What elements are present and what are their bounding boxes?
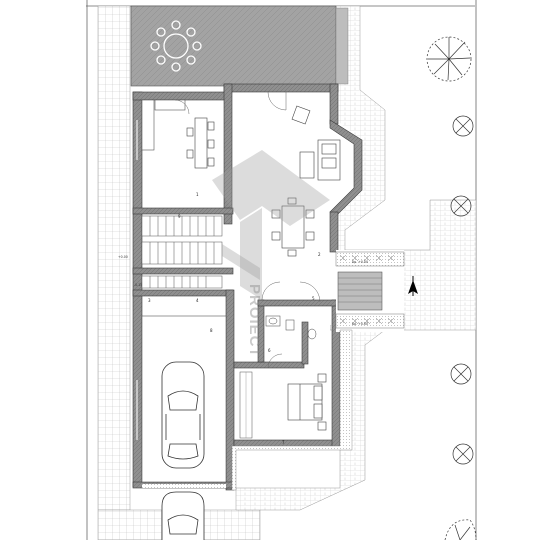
- tree-icon: [452, 115, 474, 137]
- room-number-5: 5: [312, 296, 315, 301]
- sofa-icon: [291, 105, 341, 181]
- level-label: +0.00: [118, 255, 128, 259]
- room-number-1: 1: [196, 192, 199, 197]
- annotations: 1 2 3 4 5 6 7 8 9 +0.00 -0.15 Ap. +0.00 …: [118, 192, 368, 445]
- room-number-8: 8: [210, 328, 213, 333]
- bathroom-fixtures: [265, 315, 317, 340]
- terrace-edge: [335, 7, 349, 85]
- dining-table-kitchen: [186, 117, 215, 169]
- tree-icon: [426, 36, 472, 82]
- north-arrow-icon: [408, 276, 418, 296]
- terrace: [130, 5, 337, 87]
- room-number-4: 4: [196, 298, 199, 303]
- dining-table: [271, 197, 315, 257]
- staircase: [141, 215, 223, 289]
- round-table-icon: [150, 20, 202, 72]
- planting-strip: [231, 329, 353, 491]
- garage-door-threshold: [142, 484, 226, 488]
- tree-icon: [450, 195, 472, 217]
- watermark-logo: [212, 150, 330, 300]
- room-number-2: 2: [318, 252, 321, 257]
- room-number-6: 6: [268, 348, 271, 353]
- level-label: -0.15: [134, 283, 142, 287]
- level-label: Ap. +0.00: [352, 260, 368, 264]
- car-icon: [161, 361, 205, 469]
- tree-icon: [444, 519, 477, 540]
- tree-icon: [452, 443, 474, 465]
- kitchen-counter: [141, 99, 155, 151]
- level-label: Ap. +0.00: [352, 322, 368, 326]
- room-number-3: 3: [148, 298, 151, 303]
- entrance: [335, 250, 405, 332]
- room-number-7: 7: [282, 440, 285, 445]
- tree-icon: [450, 363, 472, 385]
- car-icon: [161, 491, 205, 540]
- room-number-9: 9: [178, 214, 181, 219]
- watermark-text: PROIECT: [246, 284, 263, 358]
- bed-icon: [287, 373, 327, 431]
